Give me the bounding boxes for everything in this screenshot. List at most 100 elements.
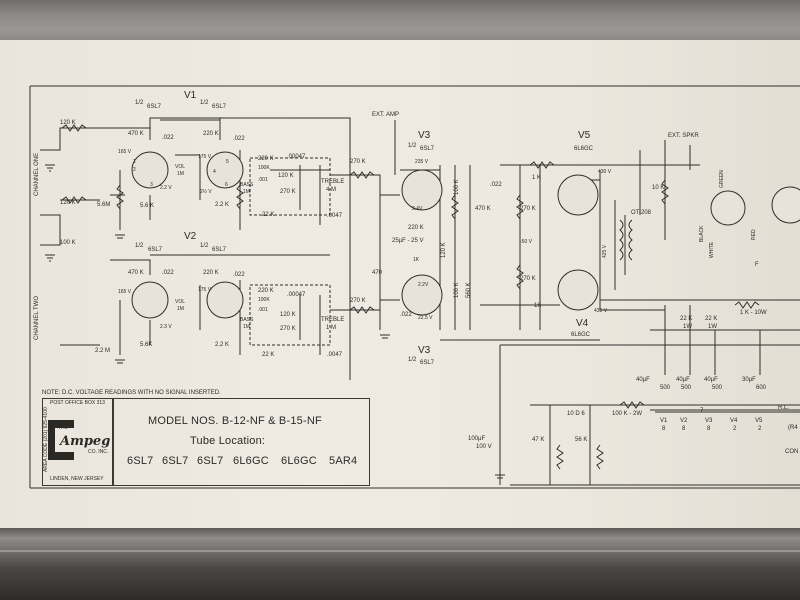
- output-ext-spkr: EXT. SPKR: [668, 133, 699, 139]
- v3-type: 6SL7: [420, 146, 435, 152]
- lower-r-5-6k: 5.6K: [140, 342, 153, 348]
- tube-4: 6L6GC: [233, 455, 269, 467]
- heater-pin-v2: 8: [682, 426, 686, 432]
- tube-2: 6SL7: [162, 455, 189, 467]
- supply-c-100: 100µF: [468, 436, 486, 442]
- lower-v-2-3: 2.3 V: [160, 324, 172, 330]
- output-v-425: 425 V: [602, 244, 608, 258]
- v3-tube-b-symbol: [401, 274, 443, 316]
- tube-3: 6SL7: [197, 455, 224, 467]
- mid-r-470: 470: [372, 270, 383, 276]
- heater-pin-v3: 8: [707, 426, 711, 432]
- mid-c-022-b: .022: [490, 182, 502, 188]
- supply-r-22k-b: 22 K: [705, 316, 718, 322]
- v3-b-type: 6SL7: [420, 360, 435, 366]
- upper-r-220k-b: 220 K: [258, 156, 274, 162]
- upper-bass: BASS: [240, 182, 254, 188]
- upper-r-100k-b: 100K: [258, 165, 270, 171]
- v1-label: V1: [184, 90, 197, 101]
- lower-c-022-b: .022: [233, 272, 245, 278]
- po-box: POST OFFICE BOX 313: [50, 400, 105, 406]
- v2-tube-a-symbol: [131, 281, 169, 319]
- lower-r-22k: 22 K: [262, 352, 275, 358]
- speaker-socket-symbol: [710, 190, 746, 226]
- upper-pin3: 3: [150, 182, 153, 188]
- upper-r-270k: 270 K: [280, 189, 296, 195]
- v1-fraction-a: 1/2: [135, 100, 144, 106]
- mid-r-470k: 470 K: [475, 206, 491, 212]
- v3-b-label: V3: [418, 345, 431, 356]
- supply-c-40-c: 40µF: [704, 377, 718, 383]
- tube-5: 6L6GC: [281, 455, 317, 467]
- v4-label: V4: [576, 318, 589, 329]
- area-code: AREA CODE (201) 925-4100: [43, 407, 49, 472]
- mid-v-2-4: 2.4V: [412, 206, 423, 212]
- upper-c-00047: .00047: [287, 154, 306, 160]
- supply-c-500-b: 500: [681, 385, 692, 391]
- supply-c-500-c: 500: [712, 385, 723, 391]
- title-block-divider: [112, 398, 114, 486]
- lower-vol-1m: 1M: [177, 306, 184, 312]
- lower-bass-1m: 1M: [243, 324, 250, 330]
- output-f: F: [755, 262, 759, 268]
- mid-v-m50: -50 V: [520, 239, 532, 245]
- lower-v-175: 175 V: [198, 287, 212, 293]
- supply-r-1k-10w: 1 K - 10W: [740, 310, 767, 316]
- voltage-note: NOTE: D.C. VOLTAGE READINGS WITH NO SIGN…: [42, 390, 221, 396]
- lower-c-001: .001: [258, 307, 268, 313]
- lower-r-220k-b: 220 K: [258, 288, 274, 294]
- output-red: RED: [751, 229, 757, 240]
- heater-v2: V2: [680, 418, 688, 424]
- lower-r-2-2k: 2.2 K: [215, 342, 230, 348]
- supply-w1-a: 1W: [683, 324, 692, 330]
- ampeg-logo: Ampeg THE CO. INC.: [48, 420, 110, 462]
- upper-pin1: 1: [133, 159, 136, 165]
- lower-r-120k: 120 K: [280, 312, 296, 318]
- channel-two-label: CHANNEL TWO: [34, 295, 40, 340]
- v2-label: V2: [184, 231, 197, 242]
- output-r-10k: 10 K: [652, 185, 665, 191]
- output-transformer: OT-208: [631, 210, 652, 216]
- lower-r-220k: 220 K: [203, 270, 219, 276]
- tube-1: 6SL7: [127, 455, 154, 467]
- v1-tube-b-symbol: [206, 151, 244, 189]
- mid-v-235: 235 V: [415, 159, 429, 165]
- metal-chassis-edge: [0, 528, 800, 600]
- mid-v-22-5: 22.5 V: [418, 315, 433, 321]
- mid-r-1k: 1K: [413, 257, 420, 263]
- supply-c-500-a: 500: [660, 385, 671, 391]
- power-socket-symbol: [771, 186, 800, 224]
- logo-suffix: CO. INC.: [88, 449, 109, 455]
- lower-treble-1m: 1 M: [326, 325, 337, 331]
- upper-r-5-6k: 5.6 K: [140, 203, 155, 209]
- mid-r-120k: 120 K: [441, 242, 447, 258]
- upper-treble: TREBLE: [321, 179, 345, 185]
- mid-c-022: .022: [400, 312, 412, 318]
- tube-6: 5AR4: [329, 455, 358, 467]
- upper-pin6: 6: [225, 182, 228, 188]
- upper-treble-4m: 4 M: [326, 187, 337, 193]
- upper-v-175: 175 V: [198, 154, 212, 160]
- upper-c-0047: .0047: [327, 213, 343, 219]
- heater-v5: V5: [755, 418, 763, 424]
- mid-r-270k-c: 270 K: [520, 206, 536, 212]
- upper-r-120k-a: 120 K: [60, 120, 76, 126]
- lower-r-270k: 270 K: [280, 326, 296, 332]
- mid-r-1k-c: 1K: [534, 303, 542, 309]
- upper-r-470k: 470 K: [128, 131, 144, 137]
- supply-w1-b: 1W: [708, 324, 717, 330]
- v5-tube-symbol: [557, 174, 599, 216]
- v5-label: V5: [578, 130, 591, 141]
- lower-c-0047: .0047: [327, 352, 343, 358]
- heater-pin-v4: 2: [733, 426, 737, 432]
- supply-pin7: 7: [700, 408, 704, 414]
- mid-r-1k-b: 1 K: [532, 175, 542, 181]
- upper-v-2-1: 2½ V: [200, 189, 212, 195]
- lower-c-022: .022: [162, 270, 174, 276]
- mid-r-100k-b: 100 K: [454, 282, 460, 298]
- output-v-430-b: 430 V: [594, 308, 608, 314]
- lower-v-165: 165 V: [118, 289, 132, 295]
- v3-fraction: 1/2: [408, 143, 417, 149]
